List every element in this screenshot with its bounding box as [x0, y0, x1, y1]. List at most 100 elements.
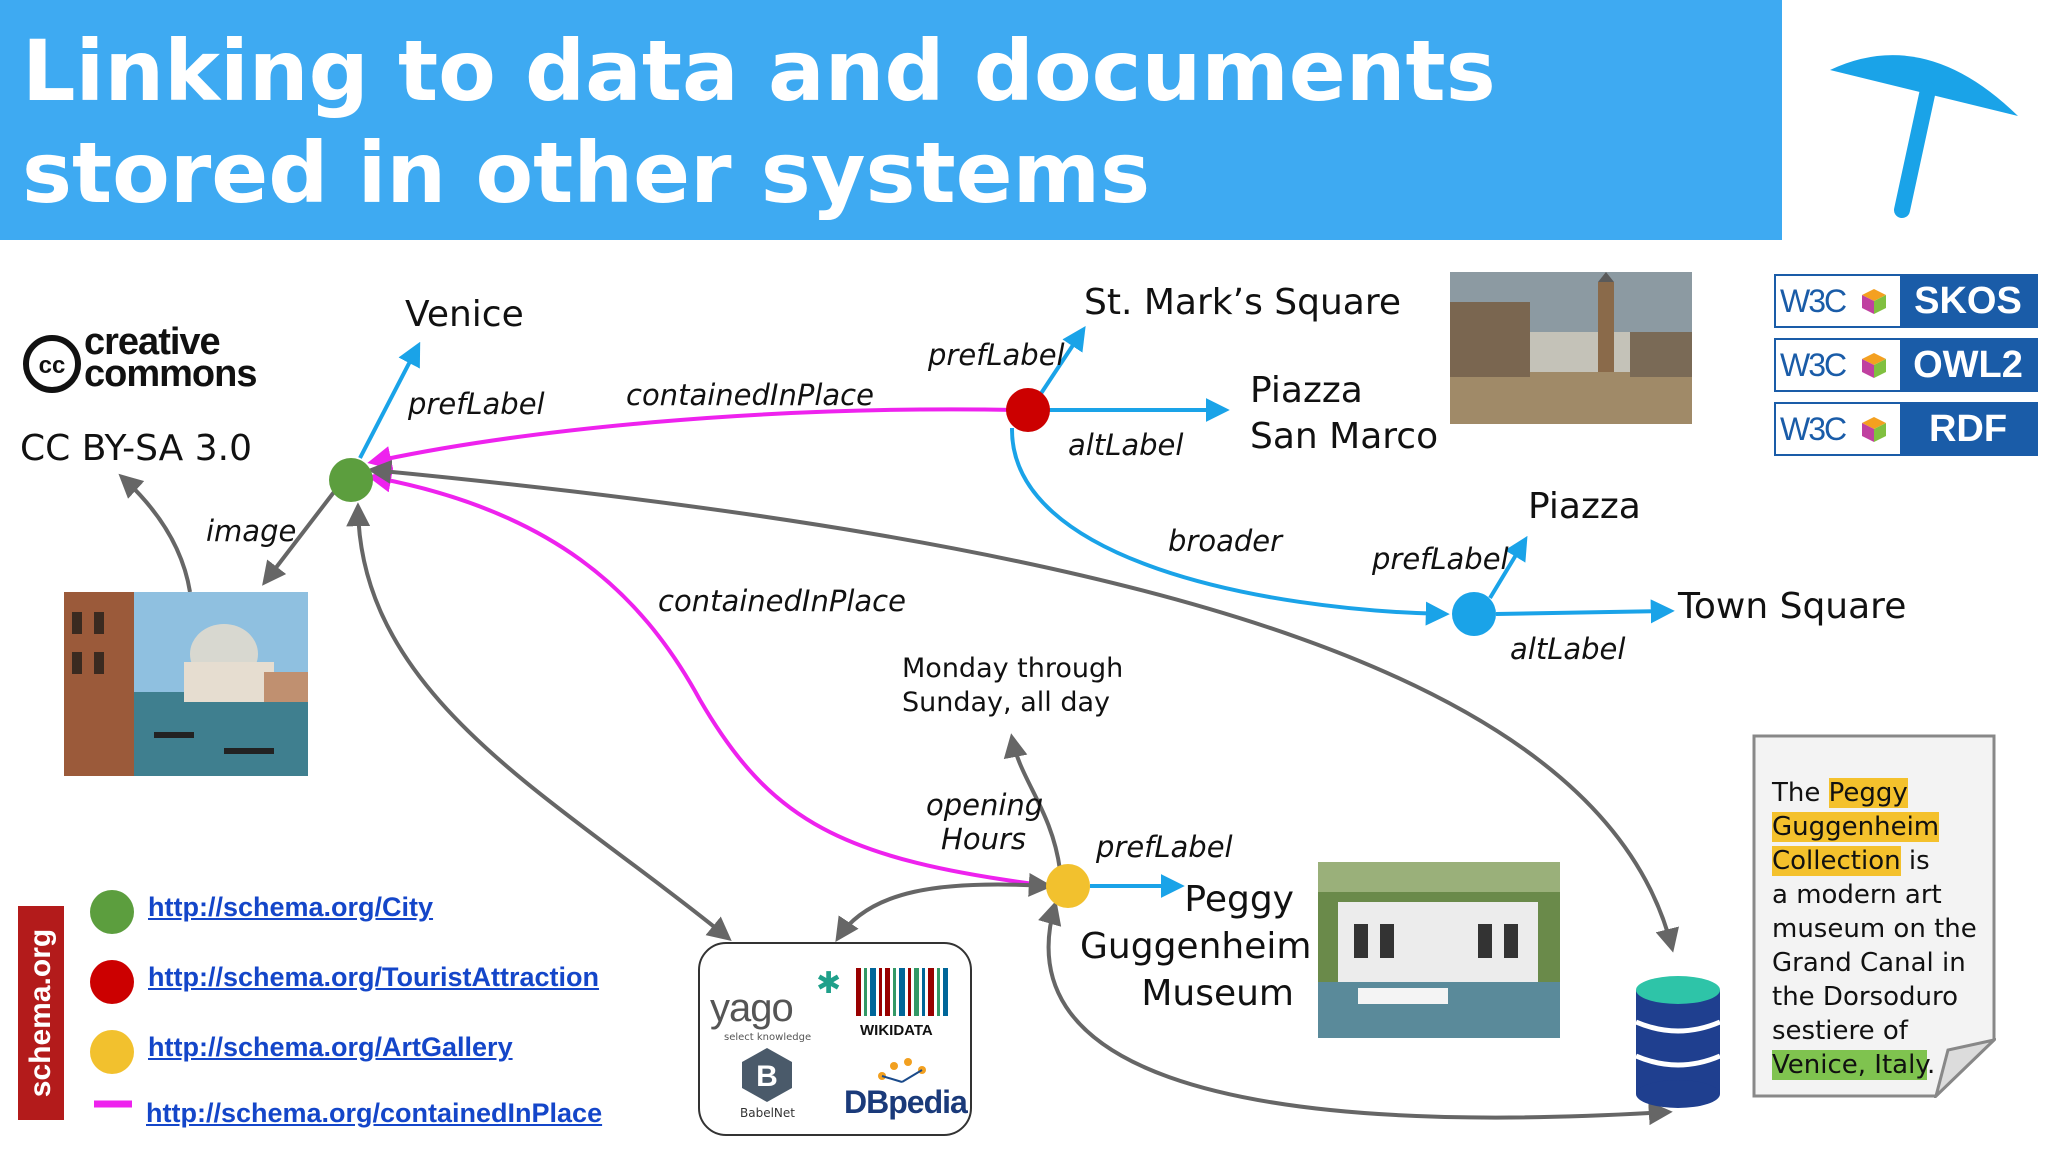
w3c-skos-mark: W3C — [1780, 283, 1847, 319]
edge-label-image: image — [206, 514, 297, 548]
w3c-cube-icon — [1862, 353, 1886, 378]
label-venice: Venice — [405, 294, 524, 335]
label-peggy-guggenheim-museum: Peggy Guggenheim Museum — [1080, 876, 1311, 1017]
svg-text:cc: cc — [39, 352, 66, 379]
opening-hours-line-2: Sunday, all day — [902, 687, 1110, 718]
document-text: The Peggy Guggenheim Collection is a mod… — [1772, 776, 1982, 1082]
yago-logo: yago — [710, 986, 794, 1031]
babelnet-text: BabelNet — [740, 1106, 795, 1120]
svg-text:B: B — [756, 1060, 778, 1093]
knowledge-bases-box: yago ✱ select knowledge WIKIDATA B Babel… — [698, 942, 972, 1136]
label-piazza-san-marco-2: San Marco — [1250, 416, 1439, 457]
edge-label-altlabel-piazza: altLabel — [1510, 632, 1626, 666]
umbrella-logo-icon — [1830, 55, 2018, 218]
creative-commons-logo: cc creative commons — [22, 323, 302, 400]
edge-label-preflabel-piazza: prefLabel — [1372, 542, 1509, 576]
edge-peggy-opening-hours — [1003, 733, 1062, 871]
legend-link-tourist-attraction[interactable]: http://schema.org/TouristAttraction — [148, 962, 600, 992]
cc-word-commons: commons — [84, 353, 257, 395]
opening-label-line-1: opening — [926, 788, 1044, 822]
database-icon — [1635, 976, 1721, 1108]
doc-line: the Dorsoduro — [1772, 982, 1959, 1012]
w3c-rdf-label: RDF — [1900, 404, 2036, 454]
license-label: CC BY-SA 3.0 — [20, 428, 252, 469]
legend-markers — [90, 890, 134, 1108]
w3c-cube-icon — [1862, 289, 1886, 314]
peggy-line-1: Peggy — [1184, 879, 1294, 920]
legend-link-contained-in-place[interactable]: http://schema.org/containedInPlace — [146, 1098, 603, 1128]
edge-piazza-altlabel — [1495, 599, 1675, 624]
node-piazza-concept — [1452, 592, 1496, 636]
yago-subtitle: select knowledge — [724, 1032, 812, 1043]
edge-label-preflabel-peggy: prefLabel — [1096, 830, 1233, 864]
node-peggy-art-gallery — [1046, 864, 1090, 908]
cc-icon: cc — [23, 335, 81, 393]
doc-line: museum on the — [1772, 914, 1977, 944]
w3c-rdf-mark: W3C — [1780, 411, 1847, 447]
title-line-2: stored in other systems — [22, 124, 1151, 222]
legend-link-art-gallery[interactable]: http://schema.org/ArtGallery — [148, 1032, 513, 1062]
w3c-rdf-badge: W3C RDF — [1774, 402, 2038, 456]
doc-highlight-guggenheim: Guggenheim — [1772, 812, 1940, 842]
w3c-owl2-mark: W3C — [1780, 347, 1847, 383]
edge-peggy-database — [1038, 900, 1673, 1126]
doc-highlight-venice-italy: Venice, Italy — [1772, 1050, 1927, 1080]
edge-stmarks-preflabel — [1038, 325, 1086, 397]
label-opening-hours-value: Monday through Sunday, all day — [902, 652, 1123, 720]
dbpedia-text: DBpedia — [844, 1084, 968, 1120]
doc-highlight-peggy: Peggy — [1828, 778, 1908, 808]
opening-label-line-2: Hours — [941, 822, 1026, 856]
legend-link-city[interactable]: http://schema.org/City — [148, 892, 434, 922]
edge-label-contained-in-place-mid: containedInPlace — [658, 584, 906, 618]
yago-text: yago — [710, 986, 794, 1030]
schema-org-tag-label: schema.org — [24, 928, 57, 1098]
wikidata-text: WIKIDATA — [860, 1022, 933, 1039]
schema-org-tag: schema.org — [18, 906, 64, 1120]
w3c-owl2-badge: W3C OWL2 — [1774, 338, 2038, 392]
edge-label-contained-in-place-top: containedInPlace — [626, 378, 874, 412]
babelnet-icon: B — [742, 1048, 792, 1102]
title-line-1: Linking to data and documents — [22, 22, 1496, 120]
w3c-cube-icon — [1862, 417, 1886, 442]
edge-label-broader: broader — [1168, 524, 1283, 558]
edge-stmarks-contained-in-place — [367, 407, 1021, 470]
edge-label-opening-hours: opening Hours — [926, 788, 1044, 856]
opening-hours-line-1: Monday through — [902, 653, 1124, 684]
w3c-skos-label: SKOS — [1900, 276, 2036, 326]
peggy-line-3: Museum — [1141, 973, 1294, 1014]
slide-title: Linking to data and documents stored in … — [22, 20, 1722, 224]
doc-line: Grand Canal in — [1772, 948, 1966, 978]
node-venice-city — [329, 458, 373, 502]
w3c-owl2-label: OWL2 — [1900, 340, 2036, 390]
doc-word: . — [1926, 1050, 1936, 1080]
edge-image-license — [118, 473, 192, 593]
peggy-guggenheim-photo — [1318, 862, 1560, 1038]
doc-line: a modern art — [1772, 880, 1942, 910]
doc-word: is — [1900, 846, 1930, 876]
w3c-skos-badge: W3C SKOS — [1774, 274, 2038, 328]
node-stmarks-tourist-attraction — [1006, 388, 1050, 432]
label-piazza: Piazza — [1528, 486, 1641, 527]
edge-venice-knowledge-bases — [346, 502, 732, 942]
legend-marker-tourist-attraction — [90, 960, 134, 1004]
dbpedia-spark-icon — [878, 1058, 926, 1083]
label-town-square: Town Square — [1678, 586, 1907, 627]
doc-highlight-collection: Collection — [1772, 846, 1901, 876]
yago-star-icon: ✱ — [816, 966, 842, 1001]
label-st-marks-square: St. Mark’s Square — [1084, 282, 1402, 323]
edge-venice-preflabel — [358, 341, 421, 459]
doc-line: sestiere of — [1772, 1016, 1908, 1046]
st-marks-square-painting — [1450, 272, 1692, 424]
edge-peggy-knowledge-bases — [835, 872, 1053, 942]
edge-label-preflabel-stmarks: prefLabel — [928, 338, 1065, 372]
legend-marker-city — [90, 890, 134, 934]
edge-venice-image — [262, 490, 336, 586]
label-piazza-san-marco-1: Piazza — [1250, 370, 1363, 411]
doc-word: The — [1772, 778, 1829, 808]
venice-canal-photo — [64, 592, 308, 776]
cc-word-creative: creative — [84, 321, 221, 363]
legend-marker-art-gallery — [90, 1030, 134, 1074]
edge-label-altlabel-stmarks: altLabel — [1068, 428, 1184, 462]
wikidata-barcode-icon — [856, 968, 948, 1016]
